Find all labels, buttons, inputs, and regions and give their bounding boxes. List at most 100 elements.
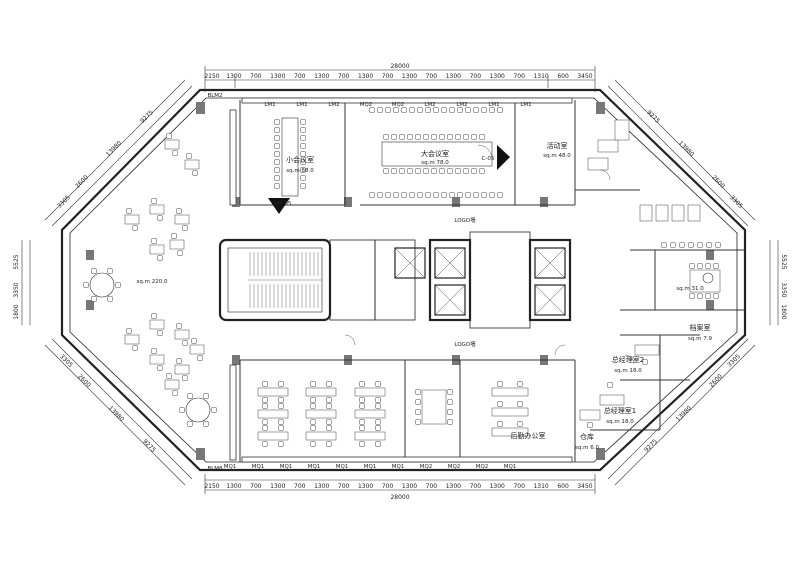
chair — [642, 359, 648, 365]
chair — [473, 107, 479, 113]
chair — [517, 421, 523, 427]
chair — [310, 397, 316, 403]
chair — [132, 225, 138, 231]
desk — [639, 204, 653, 222]
blm-top: BLM2 — [207, 93, 222, 99]
chair — [187, 421, 193, 427]
chair — [449, 192, 455, 198]
chair — [166, 133, 172, 139]
chair — [166, 373, 172, 379]
mid-room-area: sq.m 31.0 — [676, 286, 704, 292]
top-segment-label: 700 — [382, 73, 394, 80]
wall-tag-top: MQ2 — [360, 102, 373, 108]
chair — [465, 107, 471, 113]
chair — [385, 192, 391, 198]
activity-area: sq.m 48.0 — [543, 153, 571, 159]
desk — [174, 329, 190, 340]
chair — [157, 365, 163, 371]
chair — [391, 134, 397, 140]
chair — [326, 403, 332, 409]
chair — [310, 419, 316, 425]
desk — [421, 389, 447, 425]
desk — [491, 387, 529, 397]
chair — [375, 441, 381, 447]
chair — [300, 143, 306, 149]
chair — [479, 168, 485, 174]
chair — [679, 242, 685, 248]
chair — [401, 107, 407, 113]
desk — [124, 334, 140, 345]
left-side-dimension-label: 1800 — [13, 304, 20, 319]
chair — [157, 215, 163, 221]
chair — [359, 381, 365, 387]
desk — [634, 344, 660, 356]
chair — [300, 135, 306, 141]
chair — [300, 175, 306, 181]
chair — [433, 107, 439, 113]
wall-tag-bottom: MQ1 — [280, 464, 293, 470]
wall-tag-top: LM2 — [456, 102, 467, 108]
chair — [107, 268, 113, 274]
chair — [377, 192, 383, 198]
chair — [393, 192, 399, 198]
chair — [191, 338, 197, 344]
bottom-segment-label: 1300 — [446, 483, 461, 490]
chair — [449, 107, 455, 113]
elevator-crosses — [394, 247, 566, 316]
chair — [151, 238, 157, 244]
chair — [176, 323, 182, 329]
desk — [124, 214, 140, 225]
chair — [497, 381, 503, 387]
stair-treads — [248, 252, 322, 308]
bottom-segment-label: 700 — [470, 483, 482, 490]
chair — [415, 134, 421, 140]
door-swings — [344, 144, 635, 365]
right-upper-dimension-label: 3305 — [728, 194, 744, 210]
chair — [715, 242, 721, 248]
chair — [697, 263, 703, 269]
chair — [375, 381, 381, 387]
chair — [369, 107, 375, 113]
desk — [655, 204, 669, 222]
chair — [688, 242, 694, 248]
wall-tag-bottom: MQ1 — [504, 464, 517, 470]
chair — [479, 134, 485, 140]
chair — [401, 192, 407, 198]
chair — [713, 263, 719, 269]
chair — [497, 401, 503, 407]
bottom-segment-label: 600 — [557, 483, 569, 490]
curtain-walls — [229, 97, 573, 463]
wall-tag-bottom: MQ1 — [364, 464, 377, 470]
chair — [417, 107, 423, 113]
desk — [184, 159, 200, 170]
desk — [491, 407, 529, 417]
chair — [439, 134, 445, 140]
left-upper-dimension-label: 3305 — [56, 194, 72, 210]
desk — [587, 157, 609, 171]
desk — [354, 431, 386, 441]
chair — [497, 107, 503, 113]
bottom-segment-label: 700 — [294, 483, 306, 490]
chair — [489, 107, 495, 113]
chair — [107, 296, 113, 302]
right-lower-dimension-label: 2600 — [708, 373, 724, 389]
left-lower-dimension-label: 13980 — [107, 405, 126, 424]
chair — [326, 441, 332, 447]
chair — [262, 425, 268, 431]
chair — [203, 421, 209, 427]
wall-tag-bottom: MQ2 — [420, 464, 433, 470]
chair — [83, 282, 89, 288]
chair — [457, 192, 463, 198]
desk — [579, 409, 601, 421]
chair — [359, 419, 365, 425]
large-meeting-label: 大会议室 — [421, 149, 449, 158]
large-meeting-area: sq.m 78.0 — [421, 160, 449, 166]
desk — [687, 204, 701, 222]
right-side-dimension-label: 5525 — [780, 254, 787, 269]
chair — [607, 382, 613, 388]
chair — [415, 389, 421, 395]
chair — [423, 134, 429, 140]
